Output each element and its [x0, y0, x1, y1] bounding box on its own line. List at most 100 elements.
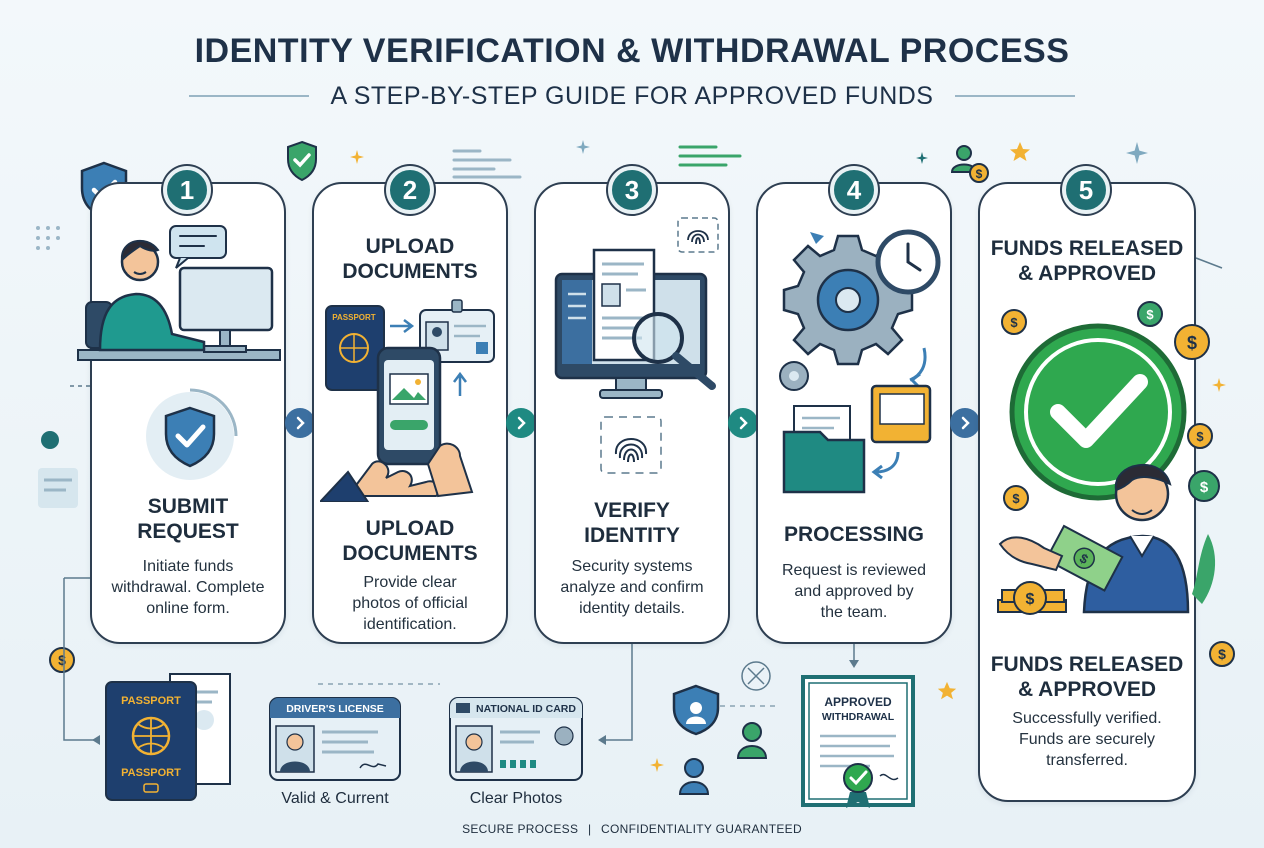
dot-grid-decoration — [36, 226, 60, 250]
label-clear-photos: Clear Photos — [469, 790, 563, 807]
step-2-description: Provide clear photos of official identif… — [320, 572, 500, 635]
step-2-heading: UPLOAD DOCUMENTS — [312, 516, 508, 566]
svg-text:$: $ — [976, 167, 983, 181]
step-5-desc-line1: Successfully verified. — [1012, 710, 1162, 727]
svg-text:$: $ — [1200, 479, 1209, 496]
monitor-magnifier-illustration — [554, 217, 719, 399]
user-verification-icons — [672, 661, 771, 795]
svg-text:PASSPORT: PASSPORT — [121, 767, 181, 779]
page-title: IDENTITY VERIFICATION & WITHDRAWAL PROCE… — [194, 32, 1070, 70]
step-5-top-heading: FUNDS RELEASED & APPROVED — [978, 236, 1196, 286]
star-icon — [1010, 142, 1030, 161]
svg-text:WITHDRAWAL: WITHDRAWAL — [822, 711, 895, 723]
step-2-desc-line2: photos of official — [352, 595, 468, 612]
svg-text:APPROVED: APPROVED — [824, 695, 892, 709]
step-2-heading-line2: DOCUMENTS — [342, 542, 478, 565]
shield-check-icon — [146, 388, 238, 480]
step-2-top-heading-line2: DOCUMENTS — [342, 260, 478, 283]
drivers-license-card: DRIVER'S LICENSE — [269, 697, 401, 781]
chevron-right-icon — [739, 416, 748, 430]
step-3-heading-line2: IDENTITY — [584, 524, 680, 547]
step-2-heading-line1: UPLOAD — [365, 517, 455, 540]
next-arrow-2 — [506, 408, 536, 438]
user-coin-icon: $ — [950, 145, 989, 183]
coin-icon: $ — [1209, 641, 1235, 667]
step-4-desc-line1: Request is reviewed — [781, 562, 927, 579]
next-arrow-4 — [950, 408, 980, 438]
step-5-desc-line2: Funds are securely — [1018, 731, 1156, 748]
svg-text:$: $ — [1196, 429, 1204, 444]
step-3-desc-line2: analyze and confirm — [560, 579, 704, 596]
person-at-computer-illustration — [77, 225, 281, 361]
svg-text:PASSPORT: PASSPORT — [332, 313, 376, 322]
svg-text:$: $ — [1010, 315, 1018, 330]
footer: SECURE PROCESS | CONFIDENTIALITY GUARANT… — [0, 822, 1264, 836]
sparkle-icon — [576, 140, 590, 154]
step-3-heading: VERIFY IDENTITY — [534, 498, 730, 548]
sparkle-icon — [916, 152, 928, 164]
national-id-card: NATIONAL ID CARD — [449, 697, 583, 781]
step-badge-4: 4 — [830, 166, 878, 214]
step-3-heading-line1: VERIFY — [594, 499, 670, 522]
chevron-right-icon — [961, 416, 970, 430]
coin-icon: $ — [49, 647, 75, 673]
step-4-heading-line1: PROCESSING — [783, 523, 925, 546]
step-badge-1: 1 — [163, 166, 211, 214]
sparkle-icon — [1126, 142, 1148, 164]
step-badge-3: 3 — [608, 166, 656, 214]
step-4-description: Request is reviewed and approved by the … — [764, 560, 944, 623]
svg-text:DRIVER'S LICENSE: DRIVER'S LICENSE — [286, 703, 384, 715]
sparkle-icon — [350, 150, 364, 164]
footer-confidentiality: CONFIDENTIALITY GUARANTEED — [601, 822, 802, 836]
step-5-top-heading-line1: FUNDS RELEASED — [990, 237, 1184, 260]
svg-text:$: $ — [58, 652, 66, 668]
step-3-desc-line3: identity details. — [579, 600, 685, 617]
step-2-desc-line1: Provide clear — [363, 574, 457, 591]
step-3-desc-line1: Security systems — [571, 558, 693, 575]
shield-check-icon — [287, 140, 317, 182]
step-5-heading-line2: & APPROVED — [1017, 678, 1157, 701]
step-2-desc-line3: identification. — [363, 616, 457, 633]
svg-text:$: $ — [1012, 491, 1020, 506]
data-lines-decoration — [678, 145, 742, 167]
svg-text:$: $ — [1218, 646, 1226, 662]
svg-text:PASSPORT: PASSPORT — [121, 695, 181, 707]
step-5-top-heading-line2: & APPROVED — [1017, 262, 1157, 285]
step-1-heading-line2: REQUEST — [137, 520, 239, 543]
chart-card-decoration — [38, 431, 78, 508]
gears-clock-illustration — [779, 229, 941, 494]
footer-secure-process: SECURE PROCESS — [462, 822, 579, 836]
sparkle-icon — [650, 758, 664, 772]
step-4-heading: PROCESSING — [756, 522, 952, 547]
next-arrow-1 — [285, 408, 315, 438]
approved-withdrawal-certificate: APPROVED WITHDRAWAL — [801, 675, 915, 808]
step-5-heading-line1: FUNDS RELEASED — [990, 653, 1184, 676]
step-4-desc-line2: and approved by — [794, 583, 914, 600]
subtitle-divider-right — [955, 95, 1076, 97]
step-1-desc-line3: online form. — [146, 600, 230, 617]
passport-document-illustration: PASSPORT PASSPORT — [105, 673, 231, 801]
chevron-right-icon — [517, 416, 526, 430]
step-2-top-heading-line1: UPLOAD — [365, 235, 455, 258]
subtitle-divider-left — [188, 95, 309, 97]
sparkle-icon — [1212, 378, 1226, 392]
step-5-description: Successfully verified. Funds are securel… — [992, 708, 1182, 771]
footer-separator: | — [587, 822, 592, 836]
step-3-description: Security systems analyze and confirm ide… — [542, 556, 722, 619]
label-valid-current: Valid & Current — [281, 790, 389, 807]
approved-check-illustration: $ $ $ $ $ $ $ $ — [997, 301, 1220, 615]
step-1-desc-line1: Initiate funds — [142, 558, 234, 575]
step-1-description: Initiate funds withdrawal. Complete onli… — [98, 556, 278, 619]
svg-text:$: $ — [1026, 591, 1035, 608]
svg-text:$: $ — [1146, 307, 1154, 322]
step-5-desc-line3: transferred. — [1046, 752, 1128, 769]
page-subtitle: A STEP-BY-STEP GUIDE FOR APPROVED FUNDS — [330, 81, 934, 110]
fingerprint-icon — [600, 416, 662, 474]
data-lines-decoration — [452, 149, 522, 179]
star-icon — [937, 681, 957, 700]
svg-text:$: $ — [1187, 333, 1197, 353]
step-badge-2: 2 — [386, 166, 434, 214]
step-badge-5: 5 — [1062, 166, 1110, 214]
next-arrow-3 — [728, 408, 758, 438]
